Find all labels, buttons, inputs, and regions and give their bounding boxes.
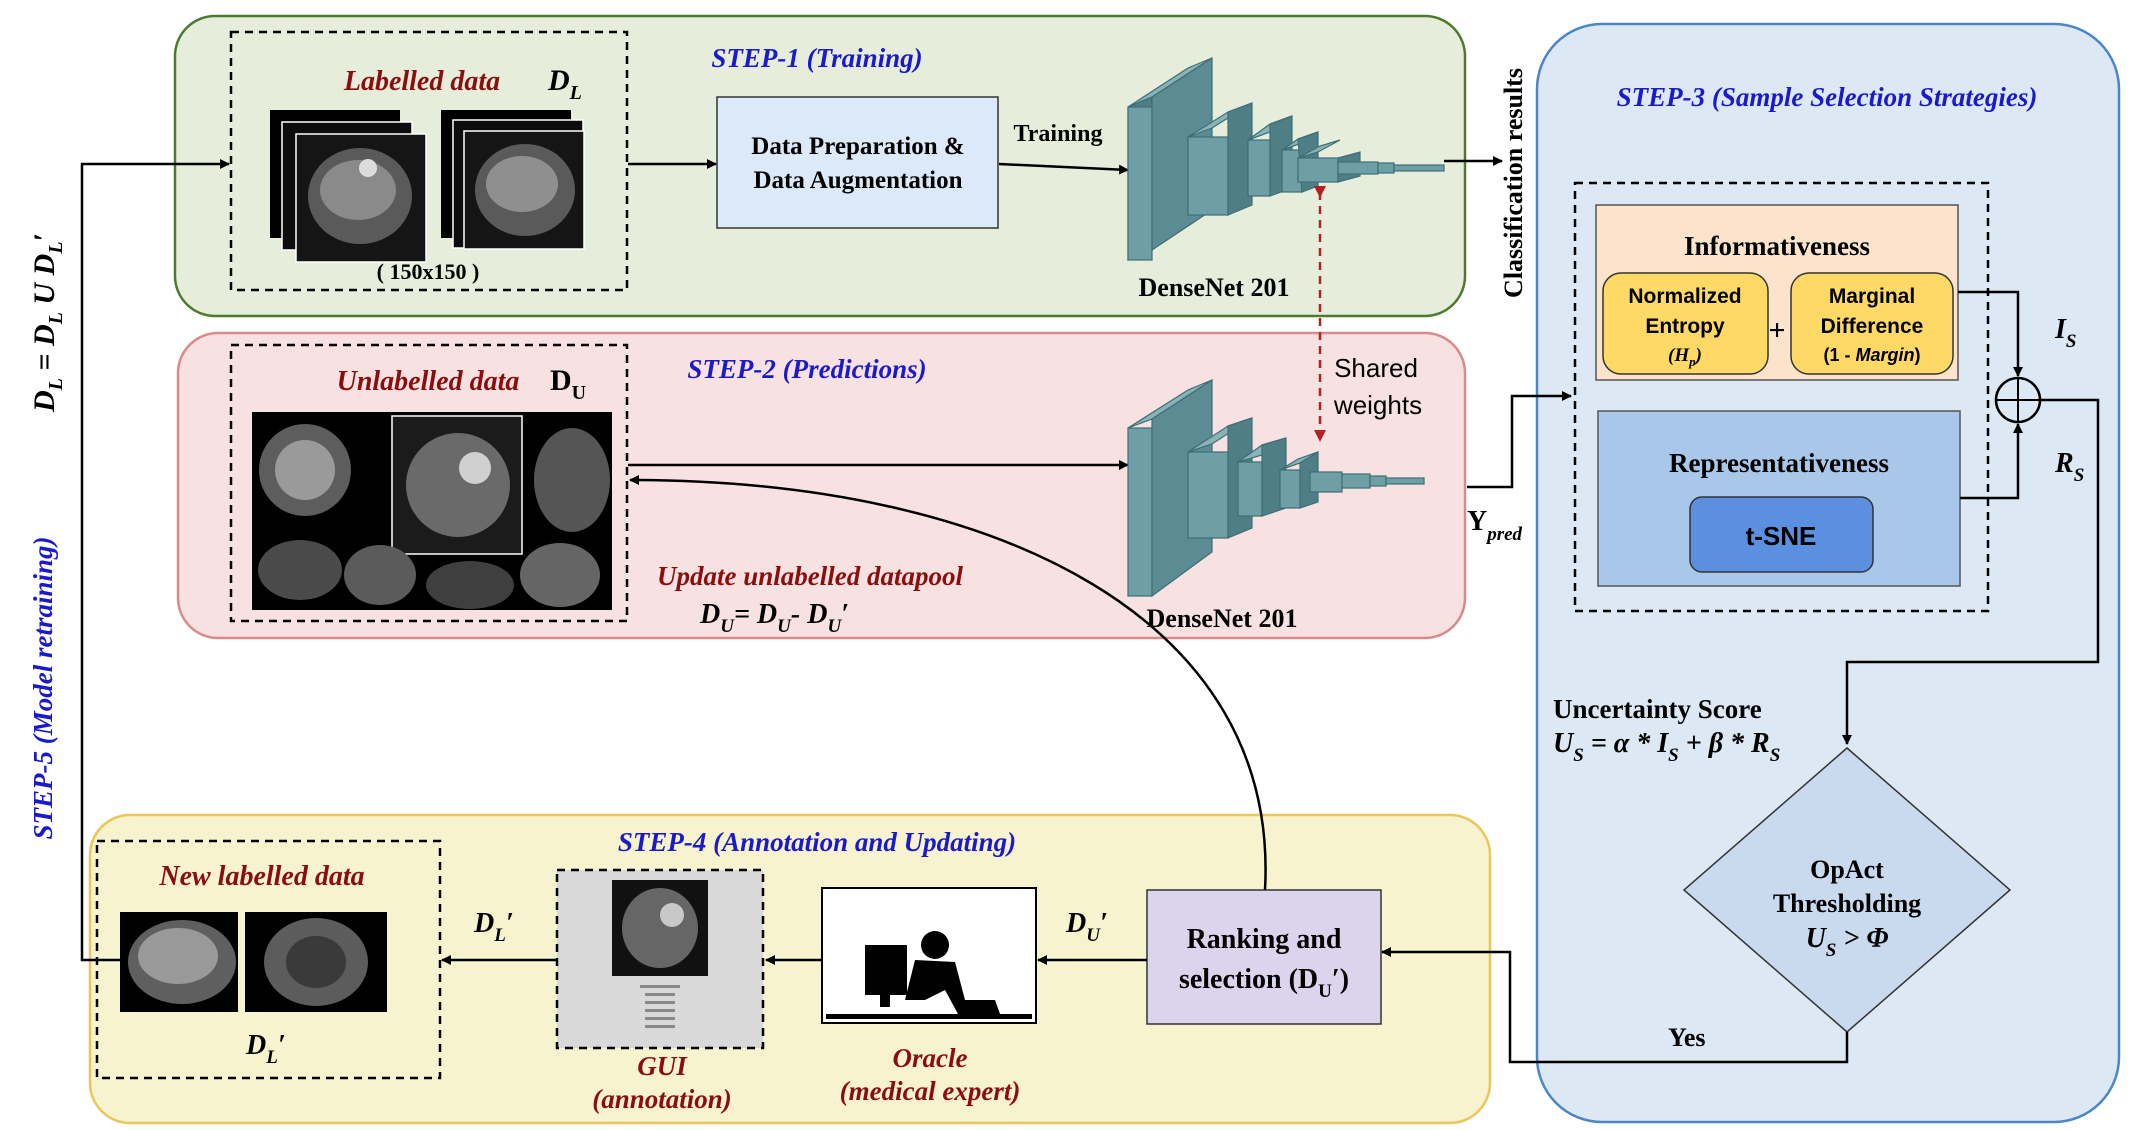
data-prep-line1: Data Preparation & (751, 133, 964, 160)
densenet-label-2: DenseNet 201 (1147, 604, 1298, 633)
gui-label-2: (annotation) (592, 1084, 732, 1114)
opact-line1: OpAct (1810, 855, 1884, 884)
oracle-label-1: Oracle (893, 1043, 968, 1073)
densenet-cnn-2 (1127, 378, 1425, 598)
arrow-yes-to-ranking (1381, 947, 1849, 1064)
rs-label: RS (2054, 448, 2084, 486)
new-labelled-label: New labelled data (158, 861, 364, 892)
arrow-is (1958, 290, 2023, 377)
entropy-line3: (Hp) (1668, 345, 1702, 369)
oracle-label-2: (medical expert) (840, 1076, 1021, 1106)
is-label: IS (2054, 314, 2076, 352)
image-size-label: ( 150x150 ) (377, 259, 480, 284)
entropy-line1: Normalized (1628, 285, 1741, 308)
uncertainty-title: Uncertainty Score (1553, 694, 1762, 724)
marginal-difference-box (1790, 272, 1954, 375)
margin-line2: Difference (1821, 315, 1924, 338)
informativeness-label: Informativeness (1684, 231, 1870, 261)
gui-label-1: GUI (637, 1051, 688, 1081)
labelled-mri-stack-1 (270, 110, 427, 263)
gui-screenshot (612, 880, 708, 1028)
step5-equation: DL = DL U DL′ (28, 233, 67, 413)
yes-label: Yes (1668, 1023, 1706, 1052)
classification-results-label: Classification results (1499, 68, 1528, 298)
arrow-ranking-to-unlabelled (629, 475, 1267, 891)
shared-weights-label-1: Shared (1334, 353, 1418, 383)
du-prime-label: DU′ (1065, 908, 1108, 946)
tsne-box (1689, 496, 1874, 573)
margin-line3: (1 - Margin) (1823, 345, 1920, 365)
step1-title: STEP-1 (Training) (711, 43, 922, 73)
densenet-cnn-1 (1127, 56, 1445, 261)
opact-line3: US > Φ (1806, 923, 1889, 961)
dl-prime-label-1: DL′ (473, 908, 514, 946)
step2-title: STEP-2 (Predictions) (687, 354, 926, 384)
ranking-box (1146, 889, 1382, 1025)
uncertainty-formula: US = α * IS + β * RS (1553, 728, 1780, 766)
tsne-label: t-SNE (1746, 521, 1817, 551)
opact-line2: Thresholding (1773, 889, 1921, 918)
margin-line1: Marginal (1829, 285, 1915, 308)
representativeness-label: Representativeness (1669, 448, 1889, 478)
labelled-data-box (229, 30, 629, 292)
update-pool-equation: DU= DU- DU′ (699, 599, 849, 637)
step3-title: STEP-3 (Sample Selection Strategies) (1617, 82, 2038, 112)
dl-label: DL (547, 64, 582, 104)
ypred-label: Ypred (1467, 506, 1523, 545)
shared-weights-label-2: weights (1333, 390, 1422, 420)
new-labelled-mri-1 (120, 912, 238, 1012)
labelled-data-label: Labelled data (343, 66, 500, 97)
data-prep-box (716, 96, 999, 229)
oracle-image (821, 887, 1037, 1024)
unlabelled-data-box (229, 343, 629, 623)
plus-sign: + (1768, 314, 1785, 347)
ranking-line1: Ranking and (1187, 924, 1342, 955)
step4-title: STEP-4 (Annotation and Updating) (618, 827, 1016, 857)
ranking-line2: selection (DU′) (1179, 964, 1349, 1002)
unlabelled-mri-collage (252, 412, 612, 610)
arrow-rs (1960, 423, 2023, 500)
dl-prime-label-2: DL′ (245, 1030, 286, 1068)
training-label: Training (1014, 121, 1103, 147)
arrow-combine-to-threshold (1842, 398, 2100, 745)
data-prep-line2: Data Augmentation (753, 167, 962, 194)
arrow-ypred-to-step3 (1467, 391, 1572, 489)
normalized-entropy-box (1602, 272, 1769, 375)
du-label: DU (550, 364, 586, 404)
new-labelled-mri-2 (245, 912, 387, 1012)
update-pool-label: Update unlabelled datapool (657, 561, 963, 591)
step5-title: STEP-5 (Model retraining) (28, 536, 58, 839)
unlabelled-data-label: Unlabelled data (337, 366, 520, 397)
arrow-retraining-loop (80, 159, 230, 962)
densenet-label-1: DenseNet 201 (1139, 273, 1290, 302)
labelled-mri-stack-2 (441, 110, 585, 250)
arrow-prep-to-cnn (998, 162, 1129, 175)
entropy-line2: Entropy (1645, 315, 1725, 338)
